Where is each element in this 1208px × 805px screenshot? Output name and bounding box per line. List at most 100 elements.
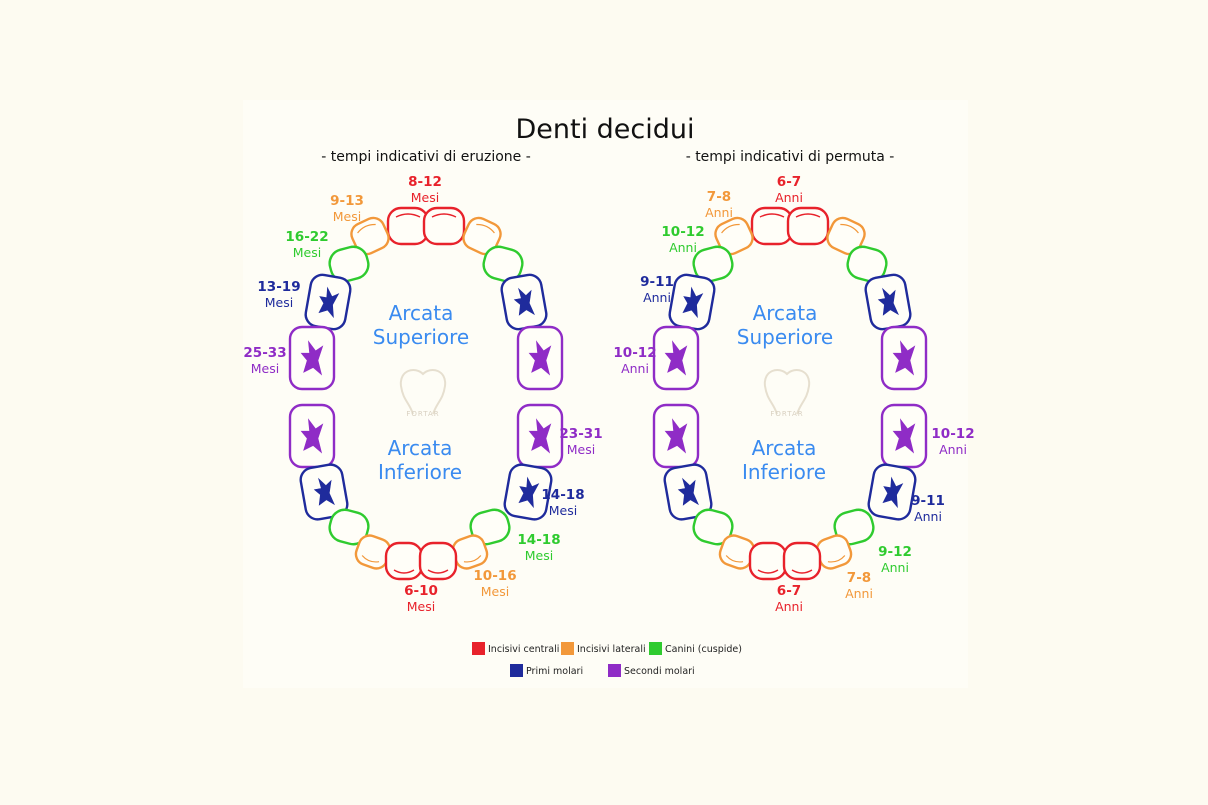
eruzione-inf_incisivi_laterali-unit: Mesi <box>481 584 509 599</box>
lower-first-molar <box>299 463 349 521</box>
incisal-edge <box>827 555 846 563</box>
molar-fissure <box>664 418 688 454</box>
permuta-arcata-superiore-line1: Arcata <box>753 301 818 325</box>
permuta-sup_incisivi_laterali-unit: Anni <box>705 205 733 220</box>
diagram-title: Denti decidui <box>515 114 694 145</box>
permuta-inf_secondi_molari-unit: Anni <box>939 442 967 457</box>
permuta-inf_canini-unit: Anni <box>881 560 909 575</box>
lower-canine <box>328 508 370 546</box>
molar-fissure <box>892 340 916 376</box>
eruzione-sup_primi_molari-unit: Mesi <box>265 295 293 310</box>
eruzione-inf_incisivi_centrali-unit: Mesi <box>407 599 435 614</box>
logo-text: FORTAR <box>770 410 803 418</box>
upper-lateral-incisor-outline <box>350 216 390 256</box>
legend-label: Incisivi laterali <box>577 644 646 655</box>
upper-second-molar <box>516 325 564 391</box>
upper-lateral-incisor <box>714 216 754 256</box>
lower-second-molar <box>652 403 700 469</box>
lower-first-molar <box>503 463 553 521</box>
upper-first-molar <box>864 273 912 331</box>
legend-label: Canini (cuspide) <box>665 644 742 655</box>
lower-second-molar <box>880 403 928 469</box>
eruzione-sup_incisivi_centrali-unit: Mesi <box>411 190 439 205</box>
diagram-panel <box>243 100 968 688</box>
permuta-arcata-inferiore-line2: Inferiore <box>742 460 826 484</box>
upper-canine <box>328 245 370 283</box>
upper-lateral-incisor <box>350 216 390 256</box>
eruzione-sup_incisivi_laterali-range: 9-13 <box>330 193 364 209</box>
eruzione-inf_canini-range: 14-18 <box>517 532 560 548</box>
permuta-inf_incisivi_laterali-range: 7-8 <box>847 570 871 586</box>
legend-item-incisivi-centrali: Incisivi centrali <box>472 642 559 655</box>
permuta-inf_secondi_molari-range: 10-12 <box>931 426 974 442</box>
legend-swatch <box>472 642 485 655</box>
incisal-edge <box>395 213 421 218</box>
molar-fissure <box>313 477 335 506</box>
lower-canine-outline <box>692 508 734 546</box>
incisal-edge <box>393 569 415 574</box>
eruzione-inf_primi_molari-unit: Mesi <box>549 503 577 518</box>
incisal-edge <box>361 555 380 563</box>
legend-item-primi-molari: Primi molari <box>510 664 583 677</box>
lower-canine-outline <box>469 508 511 546</box>
eruzione-inf_secondi_molari-range: 23-31 <box>559 426 602 442</box>
eruzione-arch: - tempi indicativi di eruzione -FORTARAr… <box>243 149 602 614</box>
permuta-inf_incisivi_laterali-unit: Anni <box>845 586 873 601</box>
upper-first-molar <box>668 273 716 331</box>
permuta-subtitle: - tempi indicativi di permuta - <box>686 149 895 165</box>
eruzione-sup_canini-unit: Mesi <box>293 245 321 260</box>
molar-fissure <box>882 476 904 509</box>
logo-tooth-icon <box>763 369 811 415</box>
incisal-edge <box>431 213 457 218</box>
incisal-edge <box>427 569 449 574</box>
permuta-inf_incisivi_centrali-range: 6-7 <box>777 583 801 599</box>
upper-second-molar <box>880 325 928 391</box>
molar-fissure <box>300 418 324 454</box>
upper-canine-outline <box>692 245 734 283</box>
permuta-sup_canini-range: 10-12 <box>661 224 704 240</box>
molar-fissure <box>677 477 699 506</box>
permuta-sup_primi_molari-unit: Anni <box>643 290 671 305</box>
upper-first-molar <box>500 273 548 331</box>
eruzione-sup_incisivi_centrali-range: 8-12 <box>408 174 442 190</box>
lower-canine <box>833 508 875 546</box>
molar-fissure <box>518 476 540 509</box>
upper-lateral-incisor-outline <box>714 216 754 256</box>
logo-text: FORTAR <box>406 410 439 418</box>
legend-item-canini: Canini (cuspide) <box>649 642 742 655</box>
eruzione-arcata-superiore-line1: Arcata <box>389 301 454 325</box>
eruzione-sup_canini-range: 16-22 <box>285 229 328 245</box>
eruzione-inf_canini-unit: Mesi <box>525 548 553 563</box>
eruzione-inf_secondi_molari-unit: Mesi <box>567 442 595 457</box>
lower-canine-outline <box>833 508 875 546</box>
lower-canine-outline <box>328 508 370 546</box>
permuta-sup_secondi_molari-unit: Anni <box>621 361 649 376</box>
lower-central-incisor <box>748 541 788 581</box>
lower-central-incisor <box>384 541 424 581</box>
permuta-inf_primi_molari-unit: Anni <box>914 509 942 524</box>
logo-watermark: FORTAR <box>399 369 447 418</box>
logo-tooth-icon <box>399 369 447 415</box>
eruzione-sup_secondi_molari-range: 25-33 <box>243 345 286 361</box>
permuta-inf_primi_molari-range: 9-11 <box>911 493 945 509</box>
upper-central-incisor <box>786 206 830 246</box>
upper-central-incisor <box>422 206 466 246</box>
incisal-edge <box>463 555 482 563</box>
upper-canine <box>482 245 524 283</box>
logo-watermark: FORTAR <box>763 369 811 418</box>
permuta-sup_incisivi_centrali-unit: Anni <box>775 190 803 205</box>
molar-fissure <box>892 418 916 454</box>
permuta-sup_primi_molari-range: 9-11 <box>640 274 674 290</box>
upper-canine-outline <box>328 245 370 283</box>
legend-swatch <box>510 664 523 677</box>
lower-first-molar <box>867 463 917 521</box>
upper-canine <box>692 245 734 283</box>
lower-canine <box>469 508 511 546</box>
incisal-edge <box>757 569 779 574</box>
eruzione-inf_incisivi_laterali-range: 10-16 <box>473 568 516 584</box>
molar-fissure <box>682 286 704 319</box>
lower-second-molar <box>288 403 336 469</box>
upper-lateral-incisor <box>462 216 502 256</box>
permuta-sup_incisivi_laterali-range: 7-8 <box>707 189 731 205</box>
